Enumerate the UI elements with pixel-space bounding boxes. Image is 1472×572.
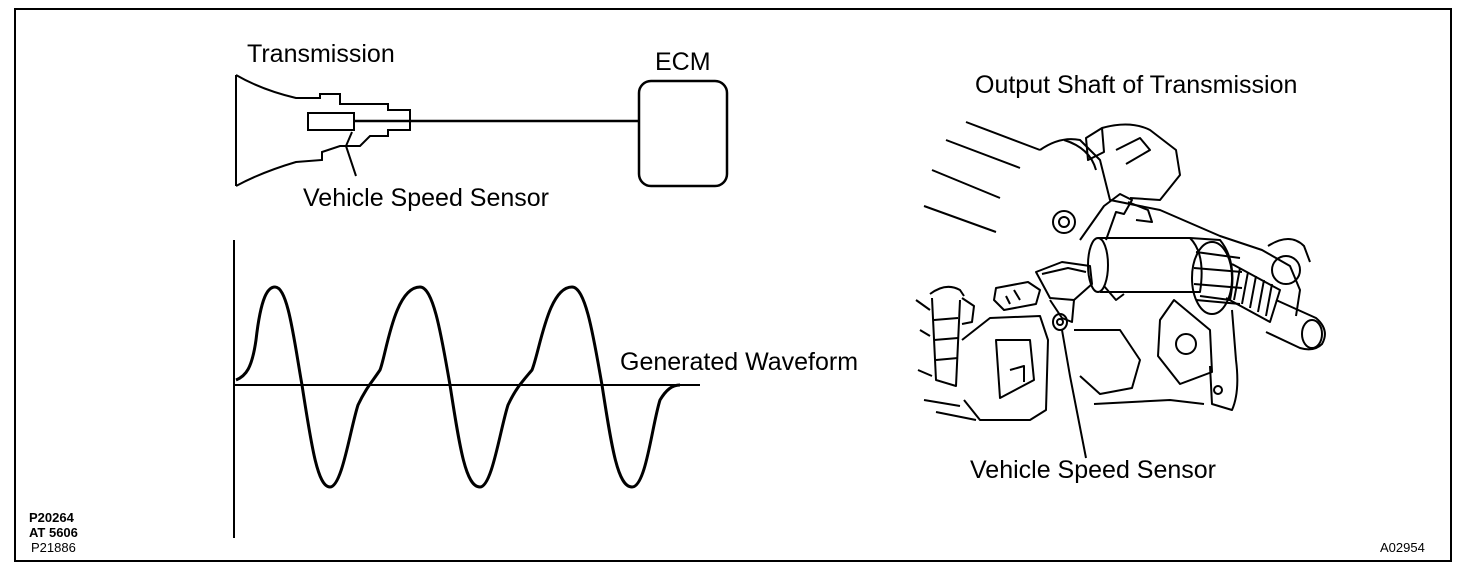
figure-frame: [14, 8, 1452, 562]
label-vehicle-speed-sensor-right: Vehicle Speed Sensor: [970, 456, 1217, 484]
label-ecm: ECM: [655, 48, 711, 76]
code-p20264: P20264: [29, 510, 74, 525]
output-shaft-illustration: [915, 121, 1326, 421]
code-at5606: AT 5606: [29, 525, 78, 540]
sensor-leader-line: [344, 131, 357, 177]
ecm-box: [637, 79, 729, 188]
figure-id: A02954: [1380, 540, 1425, 555]
label-transmission: Transmission: [247, 40, 395, 68]
sensor-leader-line-right: [1061, 329, 1087, 459]
transmission-housing: [235, 74, 411, 187]
generated-waveform: [235, 285, 681, 489]
label-vehicle-speed-sensor-left: Vehicle Speed Sensor: [303, 184, 550, 212]
label-output-shaft: Output Shaft of Transmission: [975, 71, 1298, 99]
label-generated-waveform: Generated Waveform: [620, 348, 859, 376]
code-p21886: P21886: [31, 540, 76, 555]
